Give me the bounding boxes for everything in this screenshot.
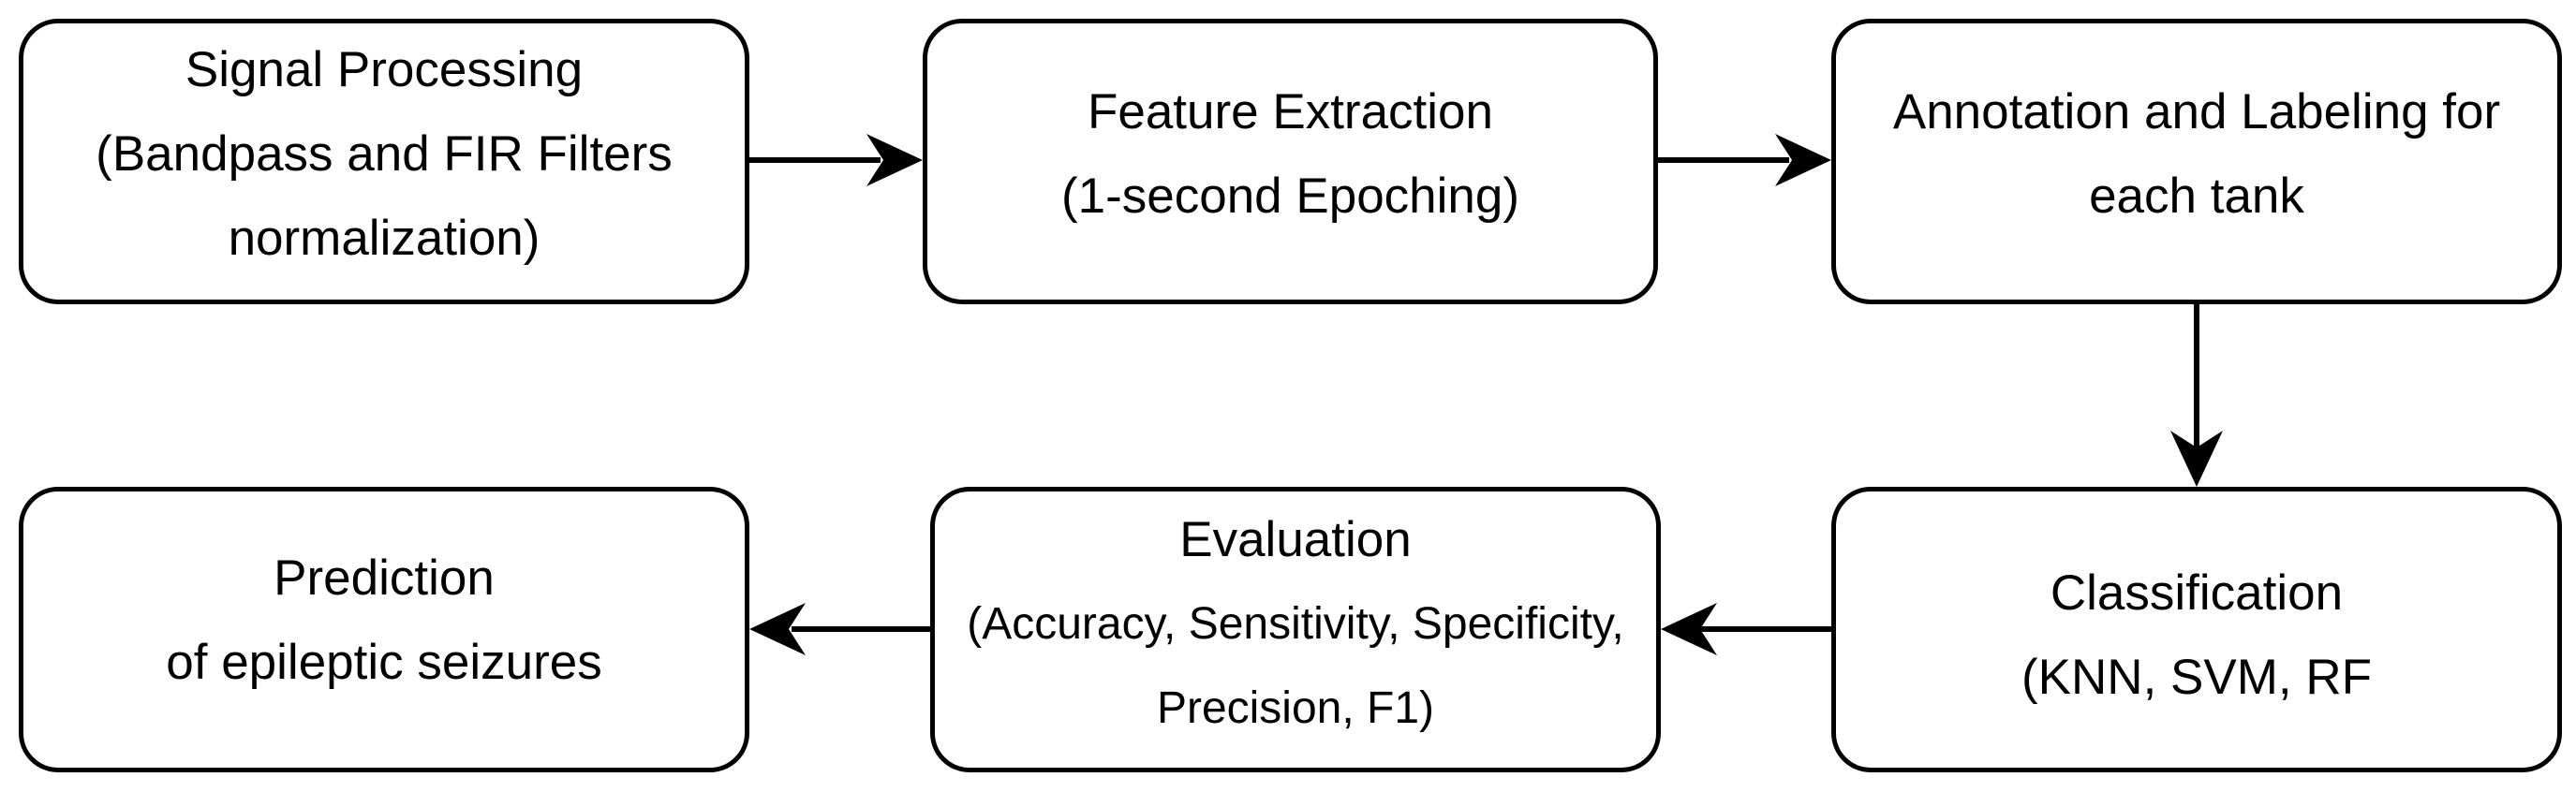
node-feature-extraction: Feature Extraction (1-second Epoching)	[923, 19, 1658, 304]
node-signal-processing-title: Signal Processing	[185, 41, 584, 97]
node-prediction: Prediction of epileptic seizures	[19, 487, 749, 772]
node-classification-title: Classification	[2050, 565, 2344, 621]
node-evaluation-title: Evaluation	[1179, 511, 1412, 567]
node-prediction-detail: of epileptic seizures	[166, 634, 602, 690]
node-classification-detail: (KNN, SVM, RF	[2021, 649, 2372, 705]
arrow-annotation-to-classification	[2170, 304, 2223, 487]
node-evaluation-detail-2: Precision, F1)	[1156, 682, 1435, 733]
node-evaluation-detail-1: (Accuracy, Sensitivity, Specificity,	[967, 598, 1624, 649]
node-signal-processing-detail-1: (Bandpass and FIR Filters	[96, 125, 673, 182]
arrow-feature-to-annotation	[1658, 134, 1831, 186]
node-classification: Classification (KNN, SVM, RF	[1831, 487, 2562, 772]
node-feature-extraction-detail: (1-second Epoching)	[1060, 168, 1520, 224]
node-feature-extraction-title: Feature Extraction	[1087, 83, 1494, 139]
node-annotation-labeling: Annotation and Labeling for each tank	[1831, 19, 2562, 304]
node-signal-processing-detail-2: normalization)	[228, 210, 540, 266]
arrow-evaluation-to-prediction	[749, 603, 930, 655]
arrow-signal-to-feature	[749, 134, 923, 186]
node-evaluation: Evaluation (Accuracy, Sensitivity, Speci…	[930, 487, 1661, 772]
node-annotation-title: Annotation and Labeling for	[1892, 83, 2501, 139]
node-prediction-title: Prediction	[274, 550, 495, 606]
arrow-classification-to-evaluation	[1661, 603, 1831, 655]
node-annotation-detail: each tank	[2089, 168, 2304, 224]
node-signal-processing: Signal Processing (Bandpass and FIR Filt…	[19, 19, 749, 304]
